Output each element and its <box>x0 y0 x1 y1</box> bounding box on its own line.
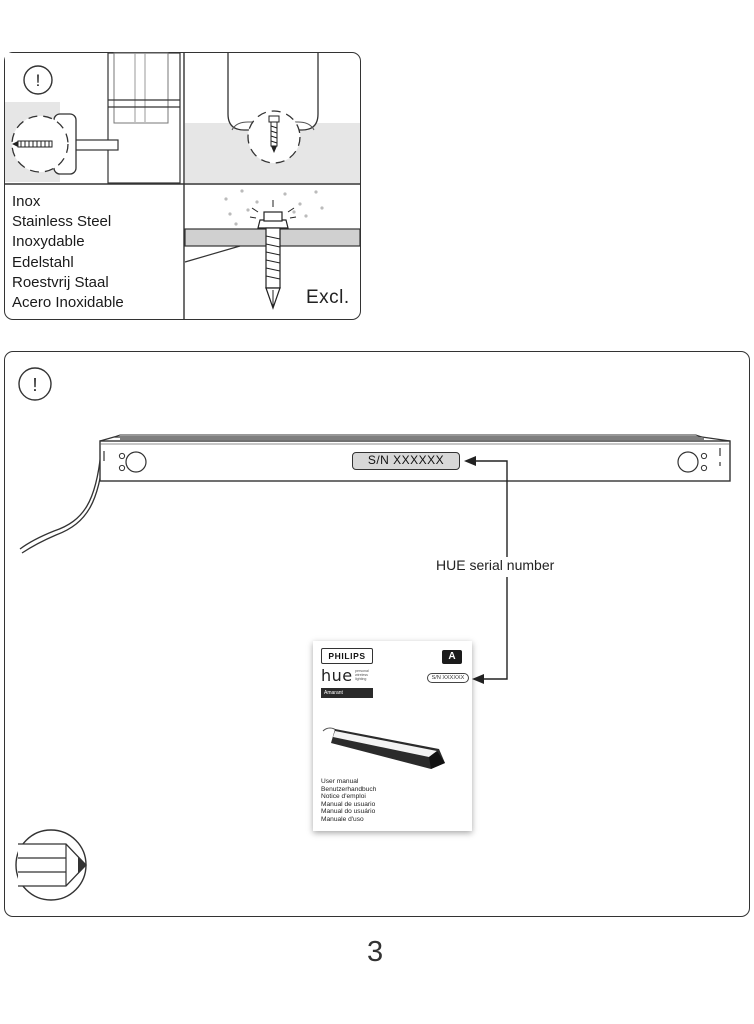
hue-logo: hue <box>321 666 353 685</box>
pencil-icon <box>15 829 87 901</box>
warning-icon: ! <box>23 65 53 95</box>
fixing-illustration: ! <box>4 52 361 320</box>
screw-icon <box>268 115 280 153</box>
svg-text:!: ! <box>36 71 41 90</box>
excluded-label: Excl. <box>306 287 350 308</box>
energy-class-badge: A <box>442 650 462 664</box>
serial-number-label: S/N XXXXXX <box>352 452 460 470</box>
water-drops <box>224 189 324 226</box>
galvanized-screw-icon <box>249 200 297 310</box>
arrow-icon <box>472 460 508 680</box>
warning-icon: ! <box>18 367 52 401</box>
material-item: Inoxydable <box>12 233 85 251</box>
user-manual-booklet: PHILIPS hue personal wireless lighting A… <box>313 641 472 831</box>
material-item: Edelstahl <box>12 253 74 271</box>
language-item: Benutzerhandbuch <box>321 785 377 793</box>
material-item: Roestvrij Staal <box>12 273 109 291</box>
product-photo <box>322 727 445 769</box>
svg-text:!: ! <box>32 375 37 395</box>
serial-illustration: ! <box>15 367 731 901</box>
language-item: Manuale d'uso <box>321 815 364 823</box>
hue-tagline: personal wireless lighting <box>355 669 369 682</box>
booklet-serial-label: S/N XXXXXX <box>427 673 469 683</box>
stainless-screw-icon <box>12 140 53 148</box>
manual-languages: User manual Benutzerhandbuch Notice d'em… <box>321 778 376 824</box>
power-cable <box>19 451 102 550</box>
language-item: Manual do usuário <box>321 808 376 816</box>
page-number: 3 <box>367 936 384 968</box>
serial-callout: HUE serial number <box>434 557 557 573</box>
language-item: User manual <box>321 778 359 785</box>
brand-logo: PHILIPS <box>321 648 373 664</box>
material-item: Acero Inoxidable <box>12 294 124 312</box>
materials-list: Inox Stainless Steel Inoxydable Edelstah… <box>12 192 124 313</box>
language-item: Notice d'emploi <box>321 793 366 801</box>
material-item: Stainless Steel <box>12 213 112 231</box>
language-item: Manual de usuario <box>321 800 376 808</box>
material-item: Inox <box>12 193 41 210</box>
product-name: Amarant <box>321 688 373 698</box>
